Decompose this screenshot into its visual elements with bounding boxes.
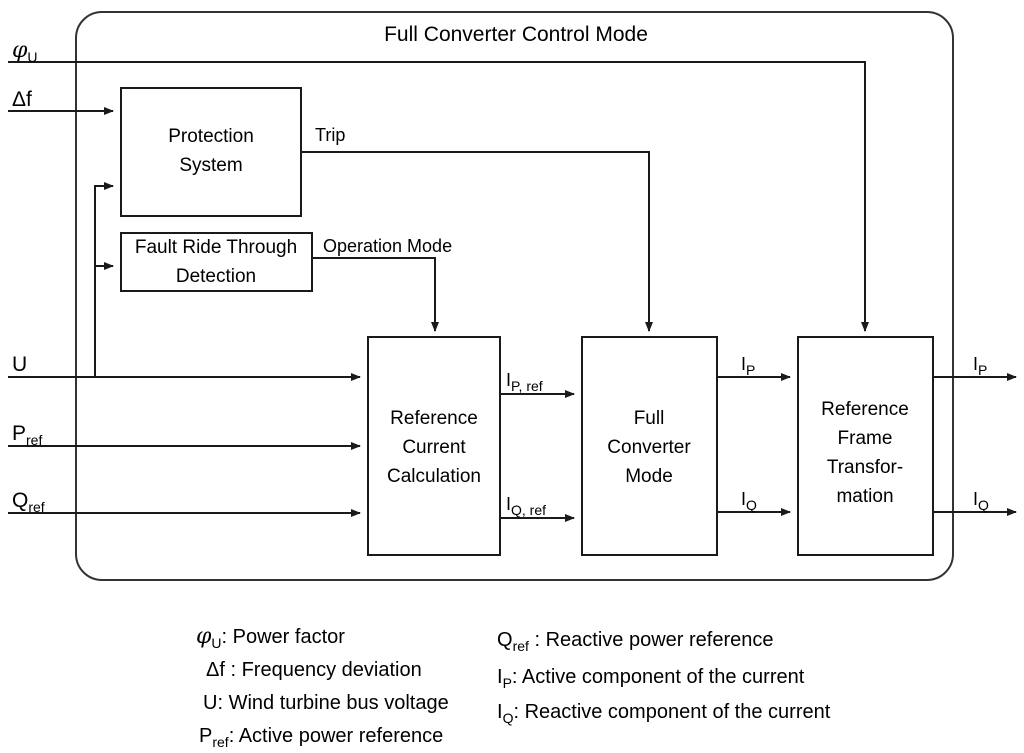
legend-item-iq: IQ: Reactive component of the current: [497, 701, 831, 726]
output-label-ip: IP: [973, 354, 987, 378]
legend-item-u-desc: : Wind turbine bus voltage: [217, 692, 448, 714]
output-label-iq-sub: Q: [978, 497, 989, 513]
legend-item-q-ref-base: Q: [497, 629, 513, 651]
input-label-phi-u: φU: [12, 38, 38, 65]
signal-label-operation-mode-base: Operation Mode: [323, 236, 452, 256]
input-label-delta-f-base: Δf: [12, 88, 32, 111]
legend-item-u: U: Wind turbine bus voltage: [203, 692, 449, 714]
signal-label-operation-mode: Operation Mode: [323, 236, 452, 256]
signal-label-ip-mid: IP: [741, 354, 755, 378]
block-full-converter-mode-line-0: Full: [634, 408, 665, 429]
block-fault-ride-through-line-1: Detection: [176, 266, 256, 287]
wire-u-branch: [94, 182, 114, 377]
legend-item-delta-f-base: Δf: [206, 659, 225, 681]
input-label-q-ref-sub: ref: [28, 499, 44, 515]
block-reference-frame-transformation-line-2: Transfor-: [827, 457, 903, 478]
block-reference-current-calculation[interactable]: [367, 336, 501, 556]
legend-item-q-ref-desc: : Reactive power reference: [529, 629, 774, 651]
legend-item-ip-desc: : Active component of the current: [512, 666, 805, 688]
legend-item-p-ref-desc: : Active power reference: [229, 725, 444, 747]
signal-label-ip-mid-base: I: [741, 354, 746, 374]
signal-label-ip-ref: IP, ref: [506, 370, 543, 394]
legend-item-ip: IP: Active component of the current: [497, 666, 805, 691]
input-label-phi-u-base: φ: [12, 38, 28, 63]
signal-label-iq-mid-sub: Q: [746, 497, 757, 513]
block-reference-current-calculation-line-0: Reference: [390, 408, 478, 429]
block-fault-ride-through-line-0: Fault Ride Through: [135, 237, 297, 258]
output-label-ip-base: I: [973, 354, 978, 374]
page-title: Full Converter Control Mode: [384, 23, 648, 46]
input-label-p-ref-base: P: [12, 422, 26, 445]
legend-item-p-ref-base: P: [199, 725, 212, 747]
block-protection-system[interactable]: [120, 87, 302, 217]
legend-item-p-ref: Pref: Active power reference: [199, 725, 443, 750]
block-reference-frame-transformation-line-0: Reference: [821, 399, 909, 420]
signal-label-iq-mid-base: I: [741, 489, 746, 509]
signal-label-iq-ref-sub: Q, ref: [511, 502, 546, 518]
input-label-q-ref: Qref: [12, 489, 45, 515]
legend-item-delta-f-desc: : Frequency deviation: [225, 659, 422, 681]
legend-item-phi-u: φU: Power factor: [196, 624, 345, 651]
block-full-converter-mode-line-2: Mode: [625, 466, 673, 487]
signal-label-trip: Trip: [315, 125, 345, 145]
legend-item-p-ref-sub: ref: [212, 734, 228, 750]
block-reference-current-calculation-line-2: Calculation: [387, 466, 481, 487]
legend-item-iq-desc: : Reactive component of the current: [513, 701, 830, 723]
signal-label-trip-base: Trip: [315, 125, 345, 145]
input-label-u: U: [12, 353, 27, 376]
legend-item-iq-base: I: [497, 701, 503, 723]
wire-phi-u: [8, 61, 869, 332]
signal-label-ip-ref-sub: P, ref: [511, 378, 543, 394]
wire-operation-mode: [312, 257, 439, 332]
block-protection-system-line-1: System: [179, 155, 242, 176]
block-reference-frame-transformation[interactable]: [797, 336, 934, 556]
block-fault-ride-through[interactable]: [120, 232, 313, 292]
legend-item-delta-f: Δf : Frequency deviation: [206, 659, 422, 681]
legend-item-q-ref: Qref : Reactive power reference: [497, 629, 773, 654]
legend-item-iq-sub: Q: [503, 710, 514, 726]
input-label-p-ref: Pref: [12, 422, 42, 448]
block-protection-system-line-0: Protection: [168, 126, 254, 147]
legend-item-phi-u-sub: U: [211, 635, 221, 651]
output-label-ip-sub: P: [978, 362, 987, 378]
legend-item-q-ref-sub: ref: [513, 638, 529, 654]
signal-label-ip-ref-base: I: [506, 370, 511, 390]
wire-trip: [301, 151, 653, 332]
signal-label-iq-ref-base: I: [506, 494, 511, 514]
input-label-q-ref-base: Q: [12, 489, 28, 512]
legend-item-phi-u-base: φ: [196, 624, 212, 649]
legend-item-u-base: U: [203, 692, 217, 714]
block-reference-frame-transformation-line-1: Frame: [838, 428, 893, 449]
output-label-iq: IQ: [973, 489, 989, 513]
block-full-converter-mode-line-1: Converter: [607, 437, 691, 458]
block-full-converter-mode[interactable]: [581, 336, 718, 556]
legend-item-ip-sub: P: [503, 675, 512, 691]
input-label-u-base: U: [12, 353, 27, 376]
legend-item-phi-u-desc: : Power factor: [222, 626, 346, 648]
input-label-p-ref-sub: ref: [26, 432, 42, 448]
signal-label-iq-mid: IQ: [741, 489, 757, 513]
signal-label-iq-ref: IQ, ref: [506, 494, 546, 518]
output-label-iq-base: I: [973, 489, 978, 509]
block-reference-current-calculation-line-1: Current: [402, 437, 466, 458]
input-label-delta-f: Δf: [12, 88, 32, 111]
input-label-phi-u-sub: U: [27, 49, 37, 65]
legend-item-ip-base: I: [497, 666, 503, 688]
block-reference-frame-transformation-line-3: mation: [836, 486, 893, 507]
signal-label-ip-mid-sub: P: [746, 362, 755, 378]
